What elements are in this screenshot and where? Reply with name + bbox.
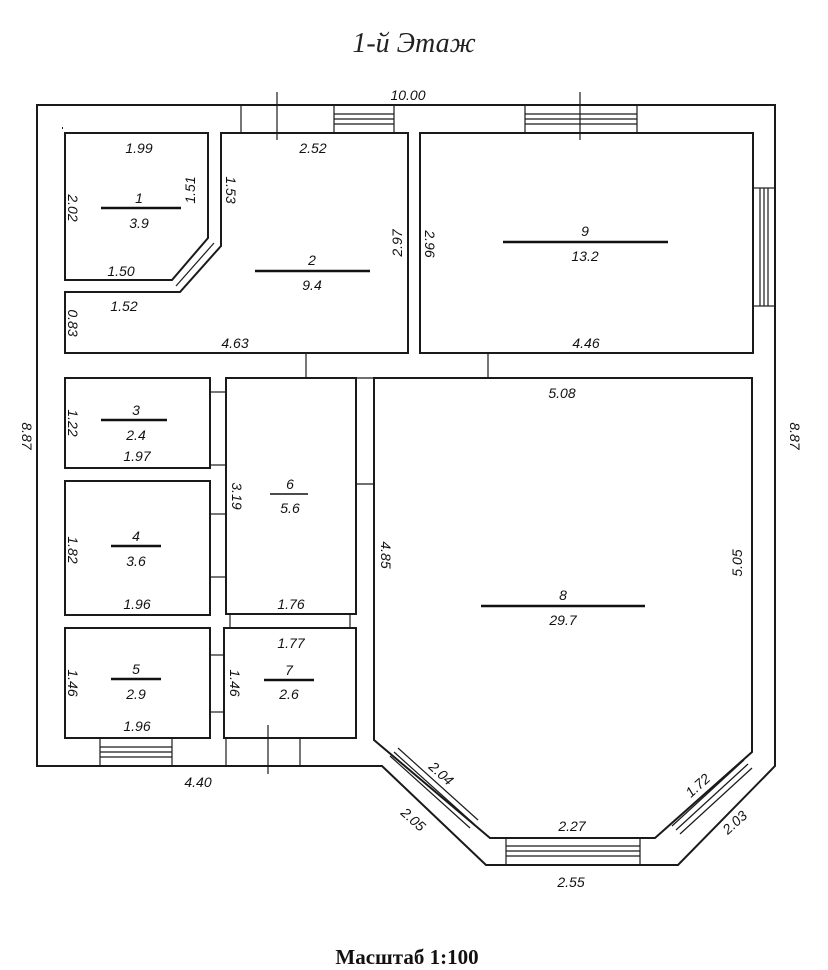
- dim-r2-right: 2.97: [389, 228, 405, 257]
- svg-text:5: 5: [132, 661, 140, 677]
- dim-bay-bottom: 2.55: [556, 874, 584, 890]
- svg-text:2.9: 2.9: [125, 686, 146, 702]
- dimension-labels: 10.00 1.99 1.50 2.52 1.52 4.63 4.46 5.08…: [107, 87, 599, 890]
- dim-r8-top: 5.08: [548, 385, 575, 401]
- window-bay-right: [671, 759, 753, 835]
- dimension-labels-rotated: 8.87 8.87 2.02 1.51 1.53 2.97 0.83 2.9 6 …: [19, 176, 803, 838]
- dim-r1-bottom: 1.50: [107, 263, 134, 279]
- dim-r2-top: 2.52: [298, 140, 326, 156]
- room-4-outline: [64, 480, 211, 616]
- dim-r8-right: 5.05: [729, 549, 745, 576]
- dim-r2-bottom: 4.63: [221, 335, 248, 351]
- room-2-outline: [64, 132, 409, 354]
- room-label-9: 9 13.2: [503, 223, 668, 264]
- entrance-door: [240, 92, 278, 774]
- svg-text:3.6: 3.6: [126, 553, 146, 569]
- dim-bay-right-outer: 2.03: [718, 807, 750, 838]
- room-label-2: 2 9.4: [255, 252, 370, 293]
- diagonal-wall-room1: [175, 242, 215, 287]
- dim-overall-left: 8.87: [19, 422, 35, 450]
- window-top-left: [333, 104, 395, 134]
- room-label-4: 4 3.6: [111, 528, 161, 569]
- room-label-5: 5 2.9: [111, 661, 161, 702]
- svg-text:4: 4: [132, 528, 140, 544]
- window-bay-center: [505, 837, 641, 866]
- dim-bay-center-inner: 2.27: [557, 818, 586, 834]
- svg-text:5.6: 5.6: [280, 500, 300, 516]
- dim-bay-left-outer: 2.05: [397, 804, 429, 835]
- window-top-right: [524, 92, 638, 140]
- svg-text:7: 7: [285, 662, 294, 678]
- svg-text:9.4: 9.4: [302, 277, 322, 293]
- dim-r2-left: 1.53: [223, 176, 239, 203]
- svg-text:13.2: 13.2: [571, 248, 598, 264]
- dim-r2-ext-top: 1.52: [110, 298, 137, 314]
- dim-r7-top: 1.77: [277, 635, 305, 651]
- room-6-outline: [225, 377, 357, 615]
- dim-bottom-left: 4.40: [184, 774, 211, 790]
- svg-text:8: 8: [559, 587, 567, 603]
- room-label-7: 7 2.6: [264, 662, 314, 702]
- svg-text:3.9: 3.9: [129, 215, 149, 231]
- dim-r6-left: 3.19: [229, 482, 245, 509]
- dim-r8-left: 4.85: [378, 541, 394, 568]
- dim-overall-right: 8.87: [787, 422, 803, 450]
- svg-text:29.7: 29.7: [548, 612, 577, 628]
- dim-bay-right-inner: 1.72: [682, 770, 713, 800]
- window-bay-left: [389, 747, 479, 829]
- dim-r9-left: 2.96: [422, 229, 438, 257]
- dim-r5-bottom: 1.96: [123, 718, 150, 734]
- dim-r6-bottom: 1.76: [277, 596, 304, 612]
- svg-text:2: 2: [307, 252, 316, 268]
- svg-text:9: 9: [581, 223, 589, 239]
- dim-r1-right: 1.51: [182, 176, 198, 203]
- window-bottom-left: [99, 737, 173, 767]
- dim-r7-left: 1.46: [227, 669, 243, 696]
- dim-r4-left: 1.82: [65, 536, 81, 563]
- room-label-1: 1 3.9: [101, 190, 181, 231]
- room-label-3: 3 2.4: [101, 402, 167, 443]
- svg-text:3: 3: [132, 402, 140, 418]
- svg-text:2.4: 2.4: [125, 427, 146, 443]
- room-1-outline: [64, 132, 209, 281]
- room-7-outline: [223, 627, 357, 739]
- dim-overall-top: 10.00: [390, 87, 425, 103]
- window-right: [752, 187, 776, 307]
- dim-r3-left: 1.22: [65, 409, 81, 436]
- dim-r3-bottom: 1.97: [123, 448, 151, 464]
- svg-text:2.6: 2.6: [278, 686, 299, 702]
- dim-r2-ext-left: 0.83: [65, 309, 81, 336]
- room-3-outline: [64, 377, 211, 469]
- svg-text:6: 6: [286, 476, 294, 492]
- dim-r9-bottom: 4.46: [572, 335, 599, 351]
- svg-text:1: 1: [135, 190, 143, 206]
- room-label-8: 8 29.7: [481, 587, 645, 628]
- dim-r5-left: 1.46: [65, 669, 81, 696]
- room-label-6: 6 5.6: [270, 476, 308, 516]
- wall-stubs: [210, 353, 489, 766]
- scale-label: Масштаб 1:100: [335, 945, 478, 969]
- dim-r1-top: 1.99: [125, 140, 152, 156]
- room-8-outline: [356, 377, 753, 839]
- floor-title: 1-й Этаж: [352, 28, 475, 59]
- dim-r4-bottom: 1.96: [123, 596, 150, 612]
- dim-r1-left: 2.02: [65, 193, 81, 221]
